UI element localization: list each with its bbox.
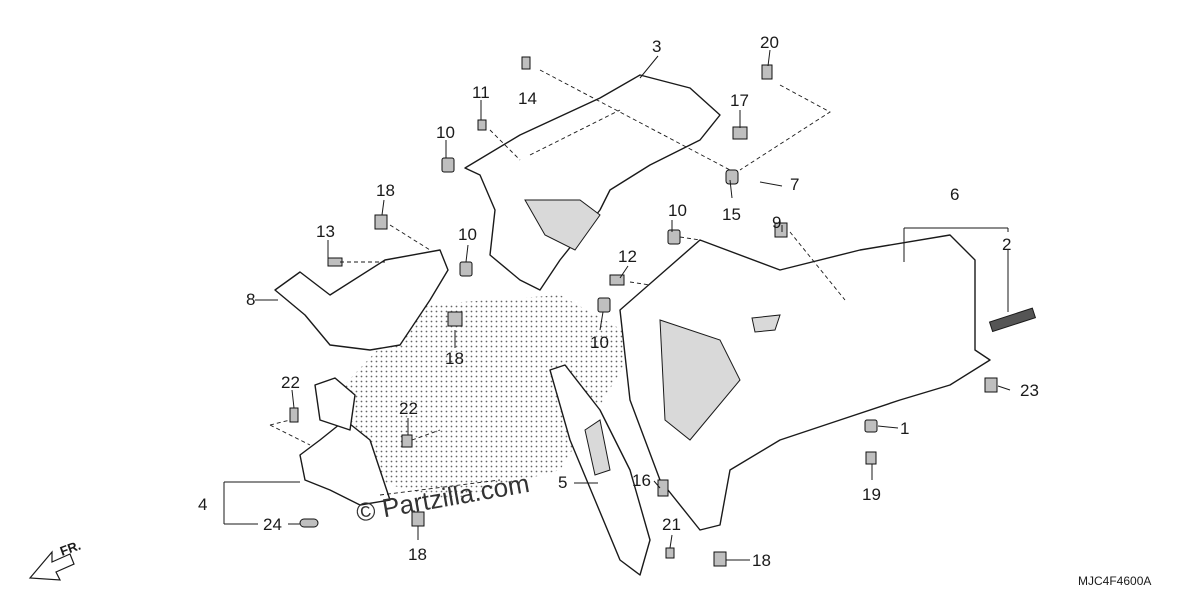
callout-11: 11: [472, 83, 490, 102]
callout-21: 21: [662, 515, 681, 534]
callout-10-mid: 10: [668, 201, 687, 220]
callout-15: 15: [722, 205, 741, 224]
callout-18-bottom-right: 18: [752, 551, 771, 570]
callout-4: 4: [198, 495, 207, 514]
part-6-side-cowl[interactable]: [619, 234, 991, 531]
callout-19: 19: [862, 485, 881, 504]
callout-labels: 3 20 14 17 11 10 7 15 18 10 6 13 10 9 12…: [198, 33, 1039, 570]
callout-24: 24: [263, 515, 282, 534]
callout-6: 6: [950, 185, 959, 204]
part-2-strip[interactable]: [988, 307, 1037, 333]
callout-2: 2: [1002, 235, 1011, 254]
front-marker-label: FR.: [58, 538, 83, 559]
callout-5: 5: [558, 473, 567, 492]
part-3-upper-cowl[interactable]: [464, 74, 721, 291]
callout-7: 7: [790, 175, 799, 194]
callout-10-left: 10: [458, 225, 477, 244]
diagram-code: MJC4F4600A: [1078, 574, 1151, 588]
callout-12: 12: [618, 247, 637, 266]
assembly-lines: [269, 69, 846, 496]
part-8-side-panel[interactable]: [274, 249, 449, 351]
part-4-lower-bracket[interactable]: [299, 377, 391, 506]
callout-18-top: 18: [376, 181, 395, 200]
callout-23: 23: [1020, 381, 1039, 400]
front-arrow-icon: FR.: [28, 538, 83, 581]
callout-8: 8: [246, 290, 255, 309]
callout-9: 9: [772, 213, 781, 232]
callout-14: 14: [518, 89, 537, 108]
callout-17: 17: [730, 91, 749, 110]
leader-lines: [223, 49, 1011, 561]
callout-22-left: 22: [281, 373, 300, 392]
callout-22-right: 22: [399, 399, 418, 418]
callout-10-top: 10: [436, 123, 455, 142]
callout-20: 20: [760, 33, 779, 52]
callout-18-mid: 18: [445, 349, 464, 368]
callout-10-low: 10: [590, 333, 609, 352]
callout-1: 1: [900, 419, 909, 438]
dotted-shading-region: [330, 295, 640, 500]
callout-16: 16: [632, 471, 651, 490]
callout-3: 3: [652, 37, 661, 56]
callout-13: 13: [316, 222, 335, 241]
callout-18-bottom-left: 18: [408, 545, 427, 564]
part-5-inner-strip[interactable]: [549, 364, 651, 576]
